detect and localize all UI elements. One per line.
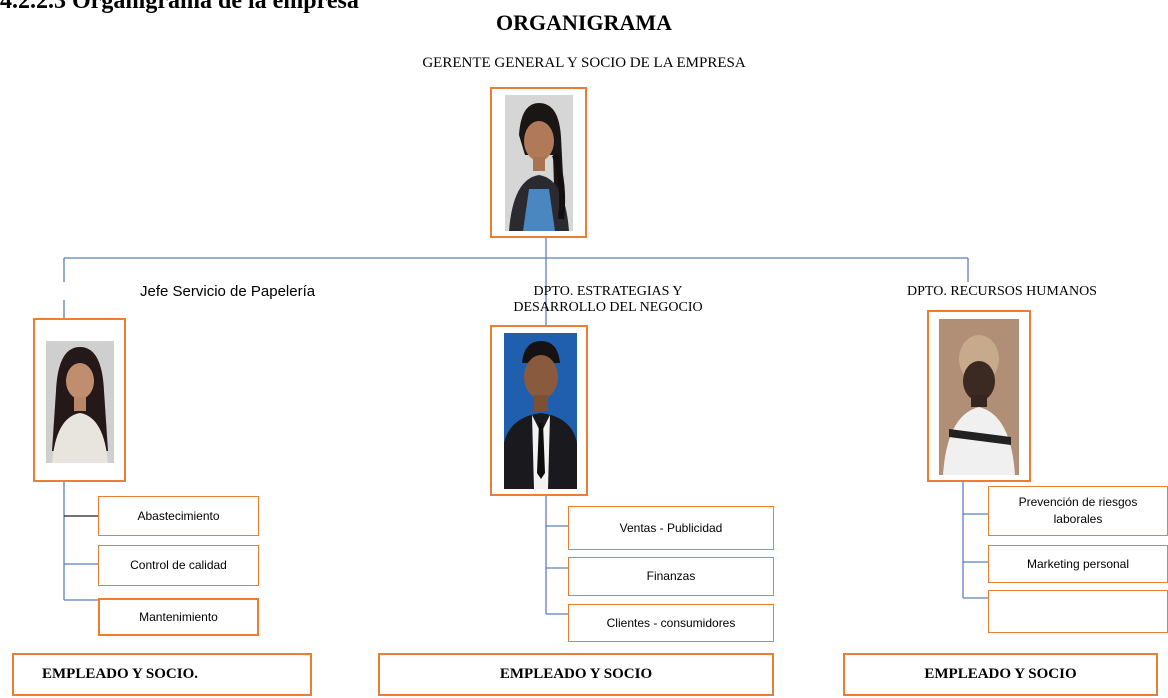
footer-box: EMPLEADO Y SOCIO [843,653,1158,696]
chart-title: ORGANIGRAMA [496,10,672,35]
dept-label-rrhh: DPTO. RECURSOS HUMANOS [907,284,1097,299]
footer-box: EMPLEADO Y SOCIO [378,653,774,696]
subunit-box: Abastecimiento [98,496,259,536]
subunit-box: Marketing personal [988,545,1168,583]
subunit-box: Control de calidad [98,545,259,586]
subunit-box: Finanzas [568,557,774,596]
subunit-box: Prevención de riesgos laborales [988,486,1168,536]
person-photo-woman [46,341,114,463]
person-photo-woman [505,95,573,231]
dept-label-papeleria: Jefe Servicio de Papelería [140,283,316,300]
manager-photo-box [490,87,587,238]
dept-label-estrategias: DPTO. ESTRATEGIAS Y DESARROLLO DEL NEGOC… [513,284,703,315]
dept-photo-box-rrhh [927,310,1031,482]
top-role-label: GERENTE GENERAL Y SOCIO DE LA EMPRESA [422,55,746,71]
subunit-box: Clientes - consumidores [568,604,774,642]
dept-photo-box-estrategias [490,325,588,496]
dept-photo-box-papeleria [33,318,126,482]
footer-box: EMPLEADO Y SOCIO. [12,653,312,696]
subunit-box: Ventas - Publicidad [568,506,774,550]
person-photo-man [504,333,577,489]
section-heading: 4.2.2.3 Organigrama de la empresa [0,0,359,14]
subunit-box: Mantenimiento [98,598,259,636]
subunit-box-empty [988,590,1168,633]
person-photo-woman [939,319,1019,475]
